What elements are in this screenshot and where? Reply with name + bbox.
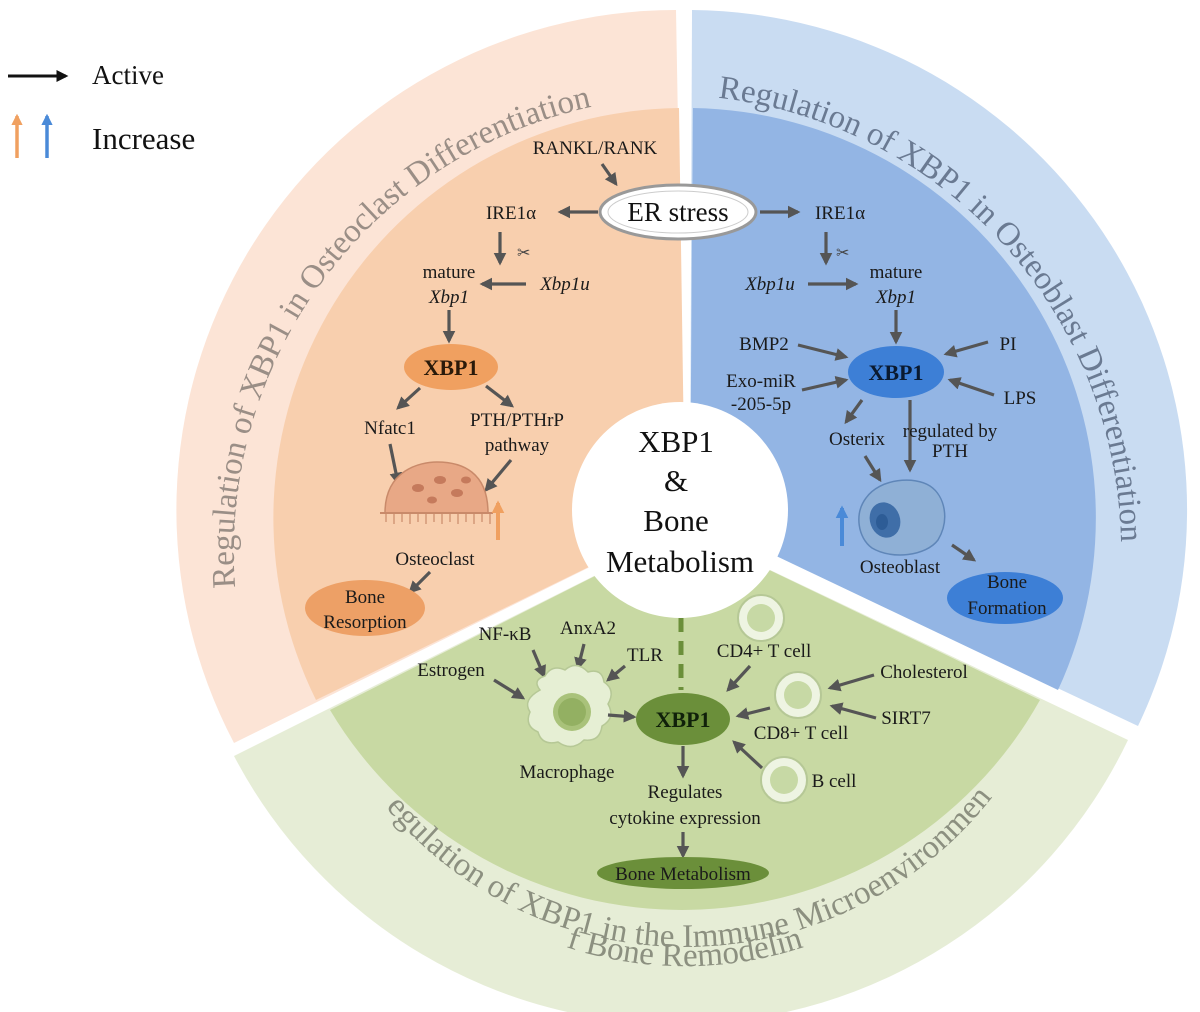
b-cell-label: B cell xyxy=(812,771,857,792)
macrophage-label: Macrophage xyxy=(520,762,615,783)
xbp1-label-osteoclast: XBP1 xyxy=(424,355,479,380)
nfkb-label: NF-κB xyxy=(479,624,532,645)
pth-pthrp-label: PTH/PTHrP xyxy=(470,410,564,431)
bone-metabolism-node xyxy=(597,857,769,889)
xbp1-label-immune: XBP1 xyxy=(656,707,711,732)
osteoblast-pathway: IRE1α ✂ Xbp1u mature Xbp1 BMP2 PI Exo-mi… xyxy=(726,203,1063,624)
cd4-label: CD4+ T cell xyxy=(717,641,811,662)
ire1a-label-left: IRE1α xyxy=(486,203,536,224)
regulated-by-pth-label: PTH xyxy=(932,441,968,462)
cd8-t-cell-icon xyxy=(774,671,822,719)
mature-label-left: mature xyxy=(423,262,476,283)
xbp1-node-osteoblast xyxy=(848,346,944,398)
b-cell-icon xyxy=(760,756,808,804)
bone-formation-line1: Bone xyxy=(987,572,1027,593)
exo-mir-label-line2: -205-5p xyxy=(731,394,791,415)
bone-resorption-node xyxy=(305,580,425,636)
legend: Active Increase xyxy=(8,60,195,158)
er-stress-label: ER stress xyxy=(627,197,728,227)
cd4-t-cell-icon xyxy=(737,594,785,642)
xbp1-node-immune xyxy=(636,693,730,745)
immune-pathway: NF-κB AnxA2 TLR Estrogen Macrophage XBP1… xyxy=(417,594,968,889)
cholesterol-label: Cholesterol xyxy=(880,662,968,683)
osteoblast-label: Osteoblast xyxy=(860,557,941,578)
xbp1-node-osteoclast xyxy=(404,344,498,390)
legend-increase-label: Increase xyxy=(92,121,195,156)
center-line1: XBP1 xyxy=(638,424,714,459)
anxa2-label: AnxA2 xyxy=(560,618,616,639)
exo-mir-label-line1: Exo-miR xyxy=(726,371,796,392)
estrogen-label: Estrogen xyxy=(417,660,485,681)
xbp1u-label-right: Xbp1u xyxy=(744,274,795,295)
pth-pathway-label: pathway xyxy=(485,435,550,456)
mature-label-right: mature xyxy=(870,262,923,283)
osteoblast-cell-icon xyxy=(858,479,946,556)
center-line2: & xyxy=(664,463,688,498)
pi-label: PI xyxy=(1000,334,1017,355)
osteoclast-label: Osteoclast xyxy=(395,549,475,570)
cytokine-expression-label: cytokine expression xyxy=(609,808,761,829)
sirt7-label: SIRT7 xyxy=(881,708,931,729)
lps-label: LPS xyxy=(1004,388,1037,409)
tlr-label: TLR xyxy=(627,645,663,666)
center-circle: XBP1 & Bone Metabolism xyxy=(572,402,788,618)
ire1a-label-right: IRE1α xyxy=(815,203,865,224)
cd8-label: CD8+ T cell xyxy=(754,723,848,744)
bone-formation-line2: Formation xyxy=(967,598,1047,619)
scissors-icon-right: ✂ xyxy=(836,245,849,262)
bone-resorption-line1: Bone xyxy=(345,587,385,608)
mature-xbp1-label-right: Xbp1 xyxy=(875,287,916,308)
scissors-icon: ✂ xyxy=(517,245,530,262)
bone-formation-node xyxy=(947,572,1063,624)
center-line4: Metabolism xyxy=(606,544,754,579)
xbp1-label-osteoblast: XBP1 xyxy=(869,360,924,385)
bmp2-label: BMP2 xyxy=(739,334,789,355)
macrophage-cell-icon xyxy=(526,664,612,748)
osteoclast-cell-icon xyxy=(380,461,493,524)
regulated-by-label: regulated by xyxy=(903,421,998,442)
bone-resorption-line2: Resorption xyxy=(323,612,407,633)
mature-xbp1-label-left: Xbp1 xyxy=(428,287,469,308)
osteoblast-inner-region xyxy=(690,108,1096,690)
bone-metabolism-label: Bone Metabolism xyxy=(615,864,751,885)
xbp1u-label-left: Xbp1u xyxy=(539,274,590,295)
osterix-label: Osterix xyxy=(829,429,885,450)
nfatc1-label: Nfatc1 xyxy=(364,418,416,439)
center-line3: Bone xyxy=(643,503,708,538)
rankl-rank-label: RANKL/RANK xyxy=(533,138,658,159)
legend-active-label: Active xyxy=(92,60,164,90)
regulates-label: Regulates xyxy=(648,782,723,803)
osteoclast-pathway: RANKL/RANK IRE1α ✂ mature Xbp1 Xbp1u XBP… xyxy=(305,138,658,636)
er-stress-node: ER stress xyxy=(598,183,758,241)
